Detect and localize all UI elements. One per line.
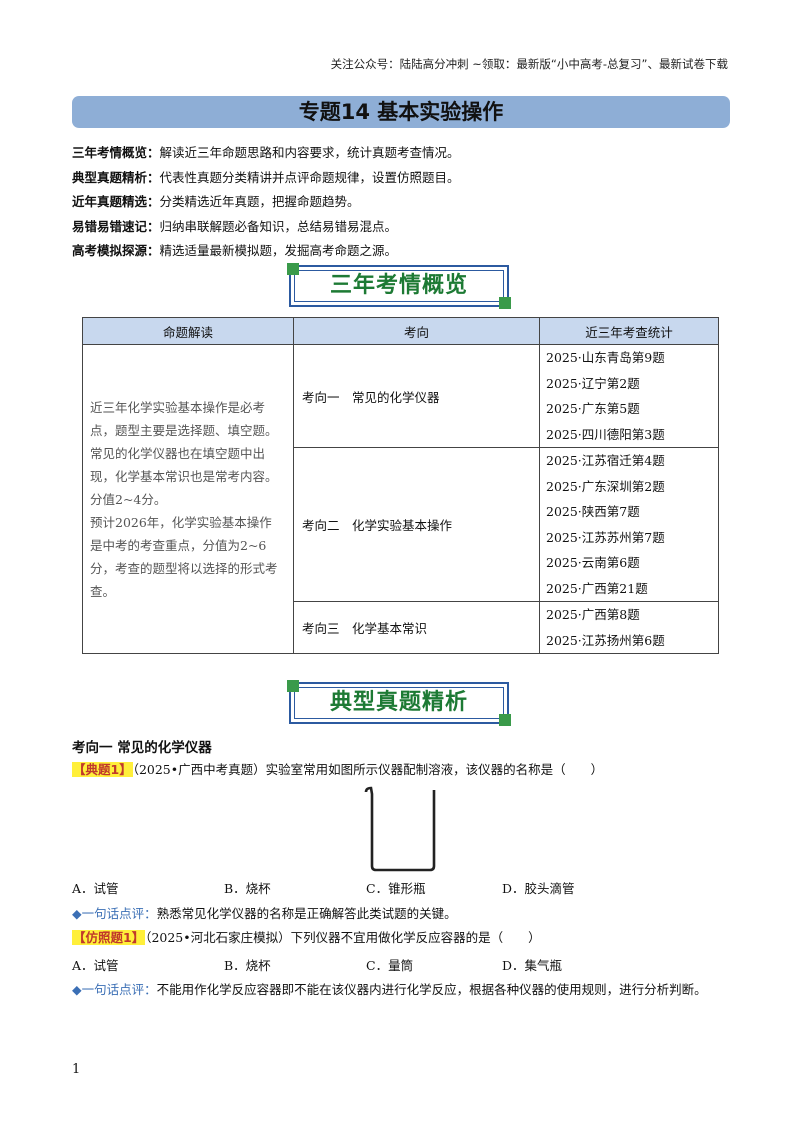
intro-item: 高考模拟探源：精选适量最新模拟题，发掘高考命题之源。 bbox=[72, 239, 732, 264]
option: B．烧杯 bbox=[224, 958, 271, 973]
beaker-image bbox=[364, 786, 436, 872]
stat-item: 2025·江苏扬州第6题 bbox=[546, 632, 665, 648]
banner-title: 典型真题精析 bbox=[329, 690, 468, 715]
question-1-comment: ◆一句话点评：熟悉常见化学仪器的名称是正确解答此类试题的关键。 bbox=[72, 901, 732, 926]
question-tag: 【典题1】 bbox=[72, 762, 133, 777]
stat-item: 2025·广西第21题 bbox=[546, 580, 648, 596]
stats-cell: 2025·山东青岛第9题 2025·辽宁第2题 2025·广东第5题 2025·… bbox=[539, 344, 719, 448]
intro-label: 易错易错速记： bbox=[72, 218, 160, 234]
stat-item: 2025·广东深圳第2题 bbox=[546, 478, 665, 494]
intro-text: 精选适量最新模拟题，发掘高考命题之源。 bbox=[159, 243, 398, 258]
intro-text: 分类精选近年真题，把握命题趋势。 bbox=[159, 194, 360, 209]
option: C．量筒 bbox=[366, 958, 414, 973]
section-banner-analysis: 典型真题精析 bbox=[287, 680, 511, 726]
option: A．试管 bbox=[72, 958, 119, 973]
corner-decoration bbox=[287, 680, 299, 692]
comment-label: ◆一句话点评： bbox=[72, 982, 157, 997]
question-text: （2025•广西中考真题）实验室常用如图所示仪器配制溶液，该仪器的名称是（ ） bbox=[132, 762, 604, 777]
stat-item: 2025·四川德阳第3题 bbox=[546, 426, 665, 442]
stat-item: 2025·江苏苏州第7题 bbox=[546, 529, 665, 545]
intro-label: 近年真题精选： bbox=[72, 194, 160, 209]
option: D．集气瓶 bbox=[502, 958, 563, 973]
header-note: 关注公众号：陆陆高分冲刺 ~领取：最新版“小中高考-总复习”、最新试卷下载 bbox=[330, 57, 728, 71]
option: A．试管 bbox=[72, 881, 119, 896]
section-banner-overview: 三年考情概览 bbox=[287, 263, 511, 309]
question-2-comment: ◆一句话点评：不能用作化学反应容器即不能在该仪器内进行化学反应，根据各种仪器的使… bbox=[72, 977, 732, 1002]
intro-label: 三年考情概览： bbox=[72, 145, 160, 160]
option: B．烧杯 bbox=[224, 881, 271, 896]
direction-cell: 考向三 化学基本常识 bbox=[293, 601, 540, 654]
intro-list: 三年考情概览：解读近三年命题思路和内容要求，统计真题考查情况。 典型真题精析：代… bbox=[72, 141, 732, 264]
intro-text: 代表性真题分类精讲并点评命题规律，设置仿照题目。 bbox=[159, 169, 460, 185]
page-number: 1 bbox=[72, 1062, 81, 1077]
question-tag: 【仿照题1】 bbox=[72, 930, 146, 945]
stat-item: 2025·广西第8题 bbox=[546, 607, 640, 622]
overview-table: 命题解读 考向 近三年考查统计 近三年化学实验基本操作是必考点，题型主要是选择题… bbox=[82, 317, 719, 654]
stat-item: 2025·陕西第7题 bbox=[546, 504, 640, 519]
banner-title: 三年考情概览 bbox=[329, 273, 468, 298]
intro-item: 近年真题精选：分类精选近年真题，把握命题趋势。 bbox=[72, 190, 732, 215]
question-text: （2025•河北石家庄模拟）下列仪器不宜用做化学反应容器的是（ ） bbox=[145, 930, 541, 945]
question-1: 【典题1】（2025•广西中考真题）实验室常用如图所示仪器配制溶液，该仪器的名称… bbox=[72, 758, 732, 782]
direction-cell: 考向二 化学实验基本操作 bbox=[293, 447, 540, 602]
comment-text: 不能用作化学反应容器即不能在该仪器内进行化学反应，根据各种仪器的使用规则，进行分… bbox=[156, 982, 707, 997]
stats-cell: 2025·广西第8题 2025·江苏扬州第6题 bbox=[539, 601, 719, 654]
stat-item: 2025·云南第6题 bbox=[546, 555, 640, 570]
stat-item: 2025·江苏宿迁第4题 bbox=[546, 453, 665, 468]
comment-label: ◆一句话点评： bbox=[72, 906, 157, 921]
prediction-text: 预计2026年，化学实验基本操作是中考的考查重点，分值为2~6分，考查的题型将以… bbox=[90, 514, 278, 599]
table-header: 命题解读 bbox=[82, 317, 294, 345]
comment-text: 熟悉常见化学仪器的名称是正确解答此类试题的关键。 bbox=[156, 906, 457, 921]
intro-item: 典型真题精析：代表性真题分类精讲并点评命题规律，设置仿照题目。 bbox=[72, 166, 732, 191]
stats-cell: 2025·江苏宿迁第4题 2025·广东深圳第2题 2025·陕西第7题 202… bbox=[539, 447, 719, 602]
intro-label: 高考模拟探源： bbox=[72, 243, 160, 258]
table-row: 考向三 化学基本常识 2025·广西第8题 2025·江苏扬州第6题 bbox=[83, 601, 719, 654]
question-2: 【仿照题1】（2025•河北石家庄模拟）下列仪器不宜用做化学反应容器的是（ ） bbox=[72, 926, 732, 950]
option: C．锥形瓶 bbox=[366, 881, 426, 896]
interpretation-cell: 近三年化学实验基本操作是必考点，题型主要是选择题、填空题。常见的化学仪器也在填空… bbox=[82, 344, 294, 654]
stat-item: 2025·辽宁第2题 bbox=[546, 375, 640, 391]
corner-decoration bbox=[499, 297, 511, 309]
intro-text: 归纳串联解题必备知识，总结易错易混点。 bbox=[159, 218, 398, 234]
stat-item: 2025·山东青岛第9题 bbox=[546, 350, 665, 365]
corner-decoration bbox=[499, 714, 511, 726]
intro-item: 易错易错速记：归纳串联解题必备知识，总结易错易混点。 bbox=[72, 215, 732, 240]
table-row: 考向二 化学实验基本操作 2025·江苏宿迁第4题 2025·广东深圳第2题 2… bbox=[83, 447, 719, 602]
table-header-row: 命题解读 考向 近三年考查统计 bbox=[82, 317, 719, 345]
page-title: 专题14 基本实验操作 bbox=[72, 96, 730, 128]
direction-cell: 考向一 常见的化学仪器 bbox=[293, 344, 540, 448]
intro-label: 典型真题精析： bbox=[72, 169, 160, 185]
stat-item: 2025·广东第5题 bbox=[546, 401, 640, 416]
option: D．胶头滴管 bbox=[502, 881, 575, 896]
interpretation-text: 近三年化学实验基本操作是必考点，题型主要是选择题、填空题。常见的化学仪器也在填空… bbox=[90, 399, 278, 507]
intro-text: 解读近三年命题思路和内容要求，统计真题考查情况。 bbox=[159, 145, 460, 160]
table-row: 近三年化学实验基本操作是必考点，题型主要是选择题、填空题。常见的化学仪器也在填空… bbox=[82, 344, 719, 654]
corner-decoration bbox=[287, 263, 299, 275]
section-heading: 考向一 常见的化学仪器 bbox=[72, 740, 212, 756]
intro-item: 三年考情概览：解读近三年命题思路和内容要求，统计真题考查情况。 bbox=[72, 141, 732, 166]
table-header: 考向 bbox=[293, 317, 540, 345]
table-header: 近三年考查统计 bbox=[539, 317, 719, 345]
